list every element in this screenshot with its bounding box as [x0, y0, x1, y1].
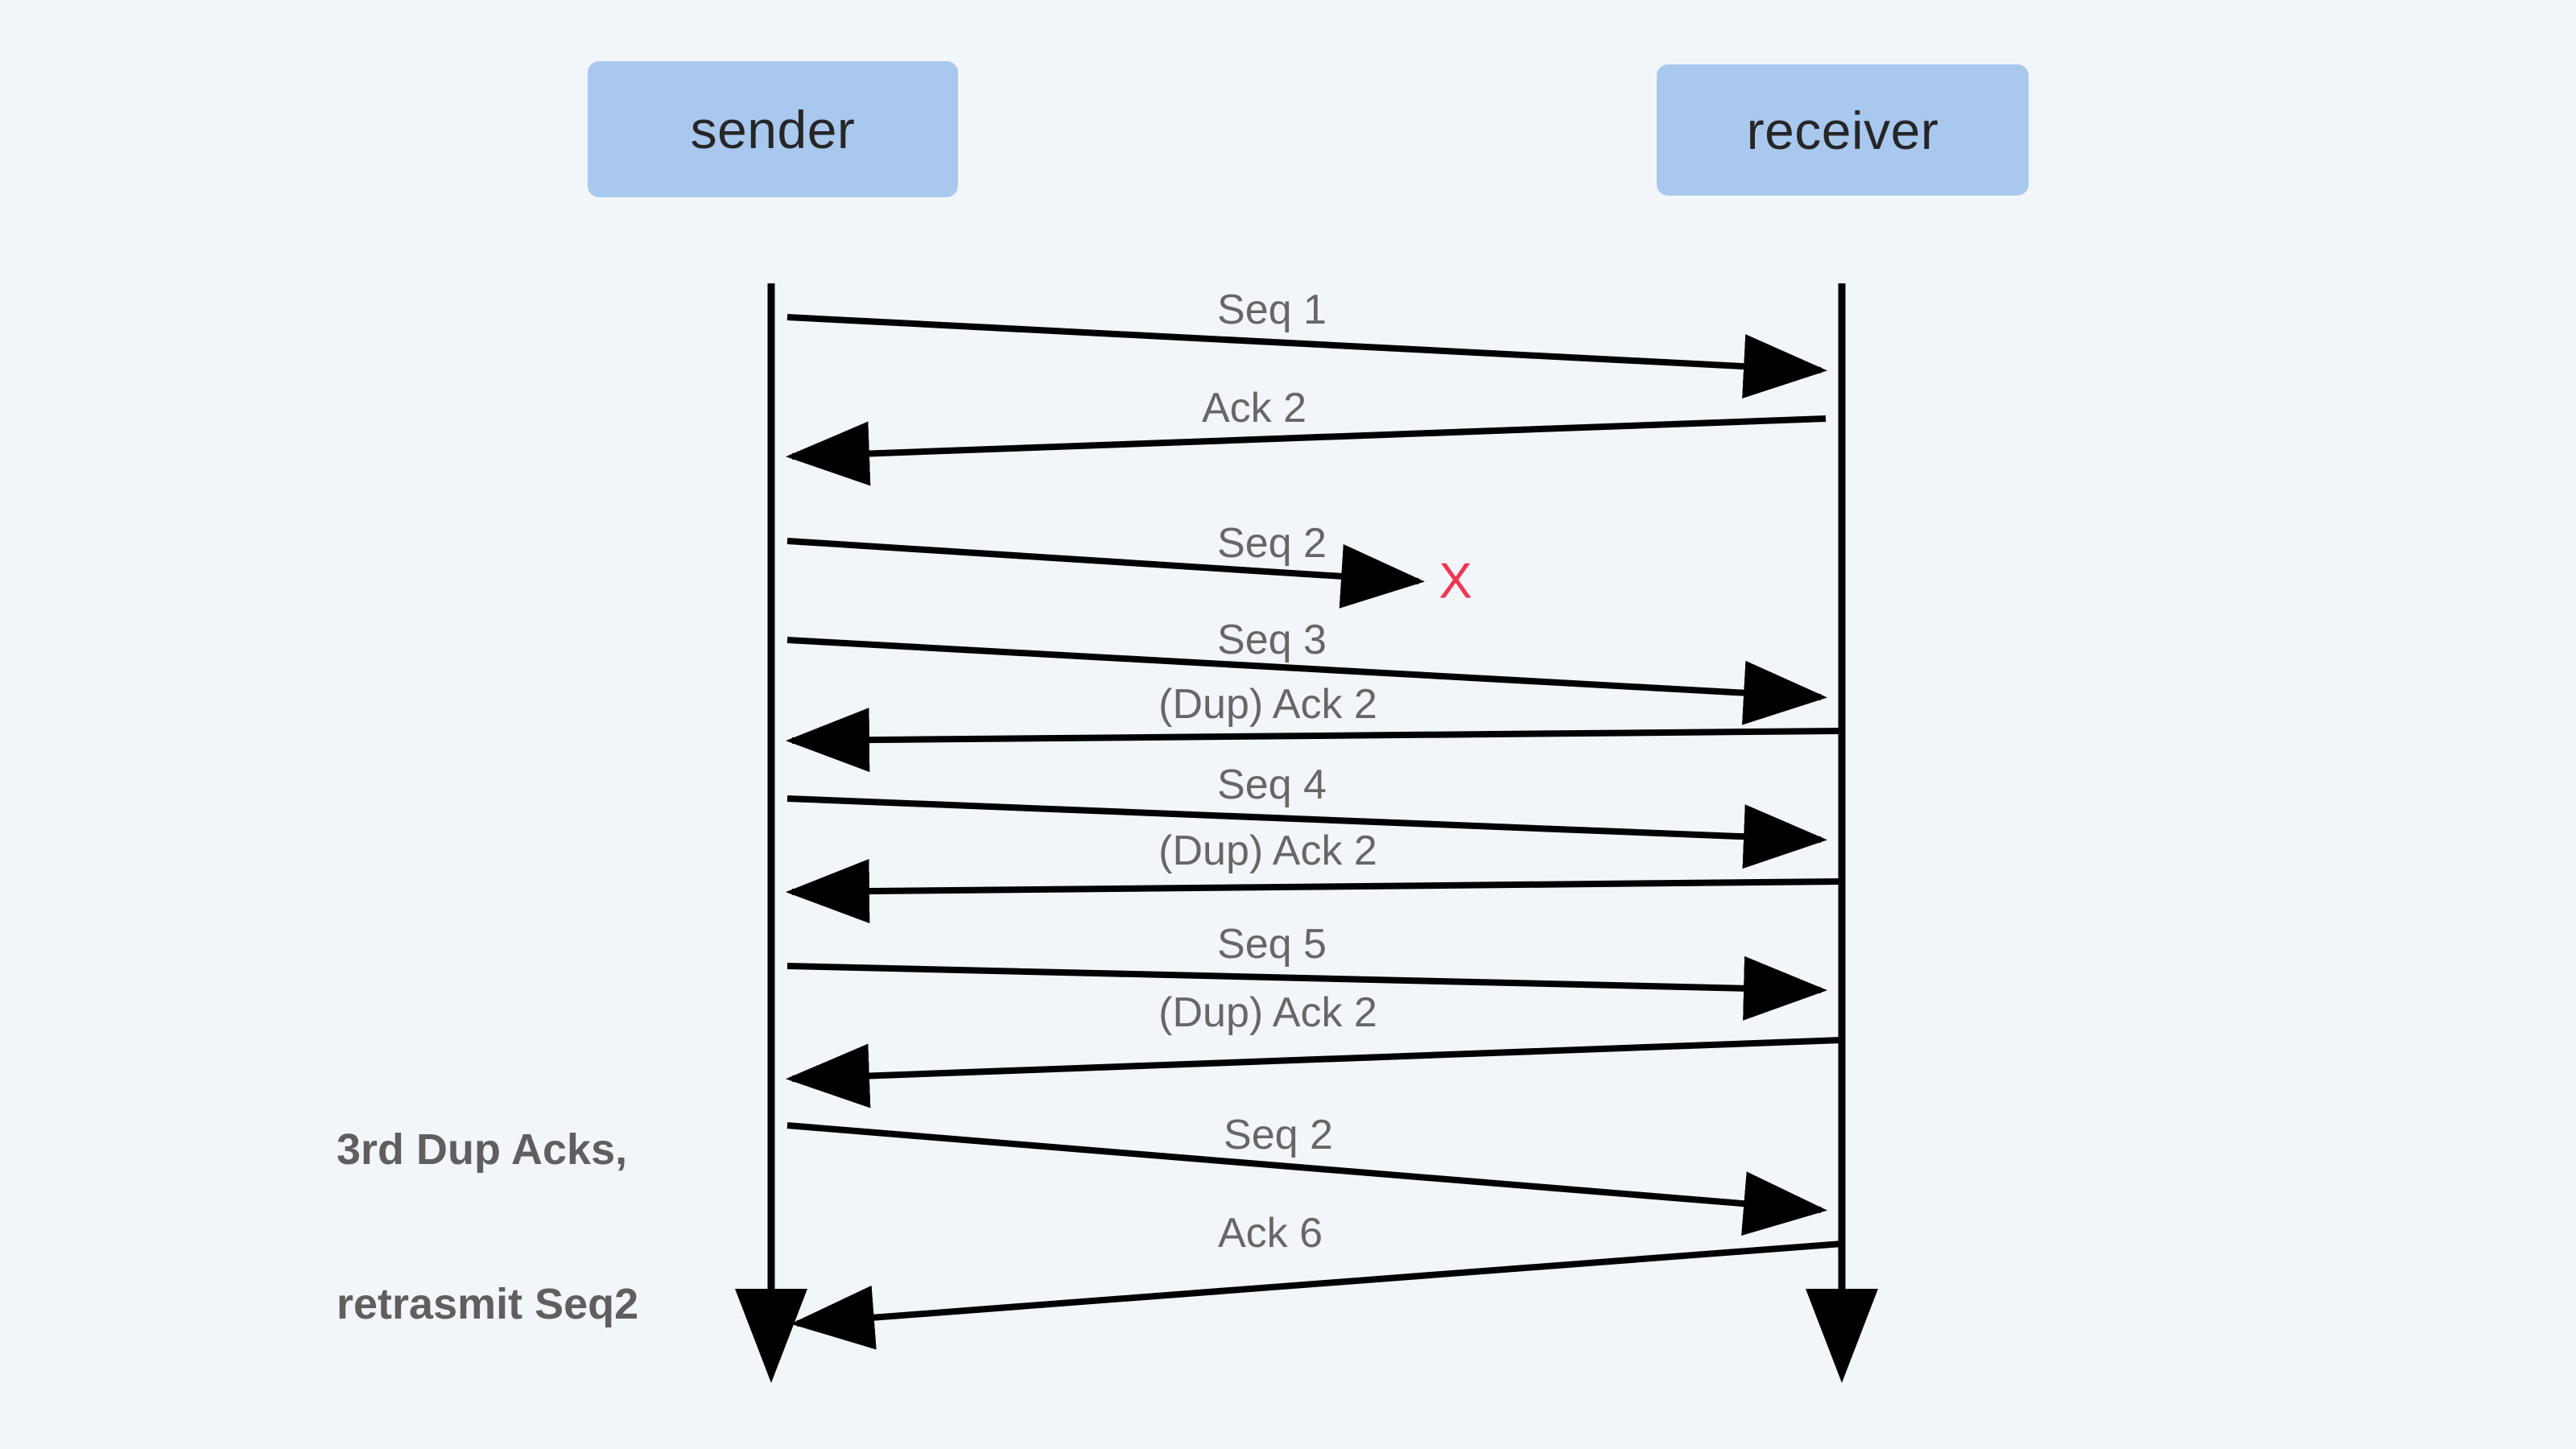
message-arrow-ack-2: [786, 415, 1827, 486]
participant-box-sender: sender: [588, 61, 958, 197]
note-line-1: 3rd Dup Acks,: [336, 1125, 628, 1174]
message-arrow-seq-5: [786, 956, 1827, 1021]
message-label-seq-1: Seq 1: [1217, 287, 1327, 333]
message-arrow-seq-1: [786, 314, 1827, 399]
message-arrow-seq-2-retransmit: [786, 1122, 1827, 1236]
message-arrow-seq-3: [786, 637, 1827, 725]
participant-label-sender: sender: [690, 99, 856, 159]
participant-label-receiver: receiver: [1746, 100, 1939, 160]
message-arrow-dup-ack-2-2: [786, 859, 1843, 924]
note-3rd-dup-acks: 3rd Dup Acks, retrasmit Seq2: [336, 1022, 755, 1433]
message-arrow-ack-6: [791, 1241, 1843, 1350]
participant-box-receiver: receiver: [1657, 64, 2029, 196]
message-label-ack-2: Ack 2: [1201, 385, 1307, 431]
message-label-seq-2-retransmit: Seq 2: [1224, 1112, 1333, 1158]
message-label-seq-5: Seq 5: [1217, 921, 1327, 968]
message-label-dup-ack-2-2: (Dup) Ack 2: [1158, 828, 1377, 874]
message-label-seq-3: Seq 3: [1217, 617, 1327, 663]
message-label-dup-ack-2-3: (Dup) Ack 2: [1158, 989, 1377, 1036]
message-arrow-seq-4: [786, 795, 1827, 869]
packet-loss-x-icon: X: [1439, 553, 1472, 609]
message-arrow-dup-ack-2-3: [786, 1037, 1843, 1108]
message-arrow-dup-ack-2-1: [786, 708, 1843, 773]
note-line-2: retrasmit Seq2: [336, 1279, 639, 1328]
message-label-ack-6: Ack 6: [1217, 1210, 1323, 1257]
message-label-dup-ack-2-1: (Dup) Ack 2: [1158, 681, 1377, 728]
message-arrow-seq-2-lost: [786, 538, 1425, 609]
message-label-seq-4: Seq 4: [1217, 762, 1327, 808]
message-label-seq-2-lost: Seq 2: [1217, 520, 1327, 567]
